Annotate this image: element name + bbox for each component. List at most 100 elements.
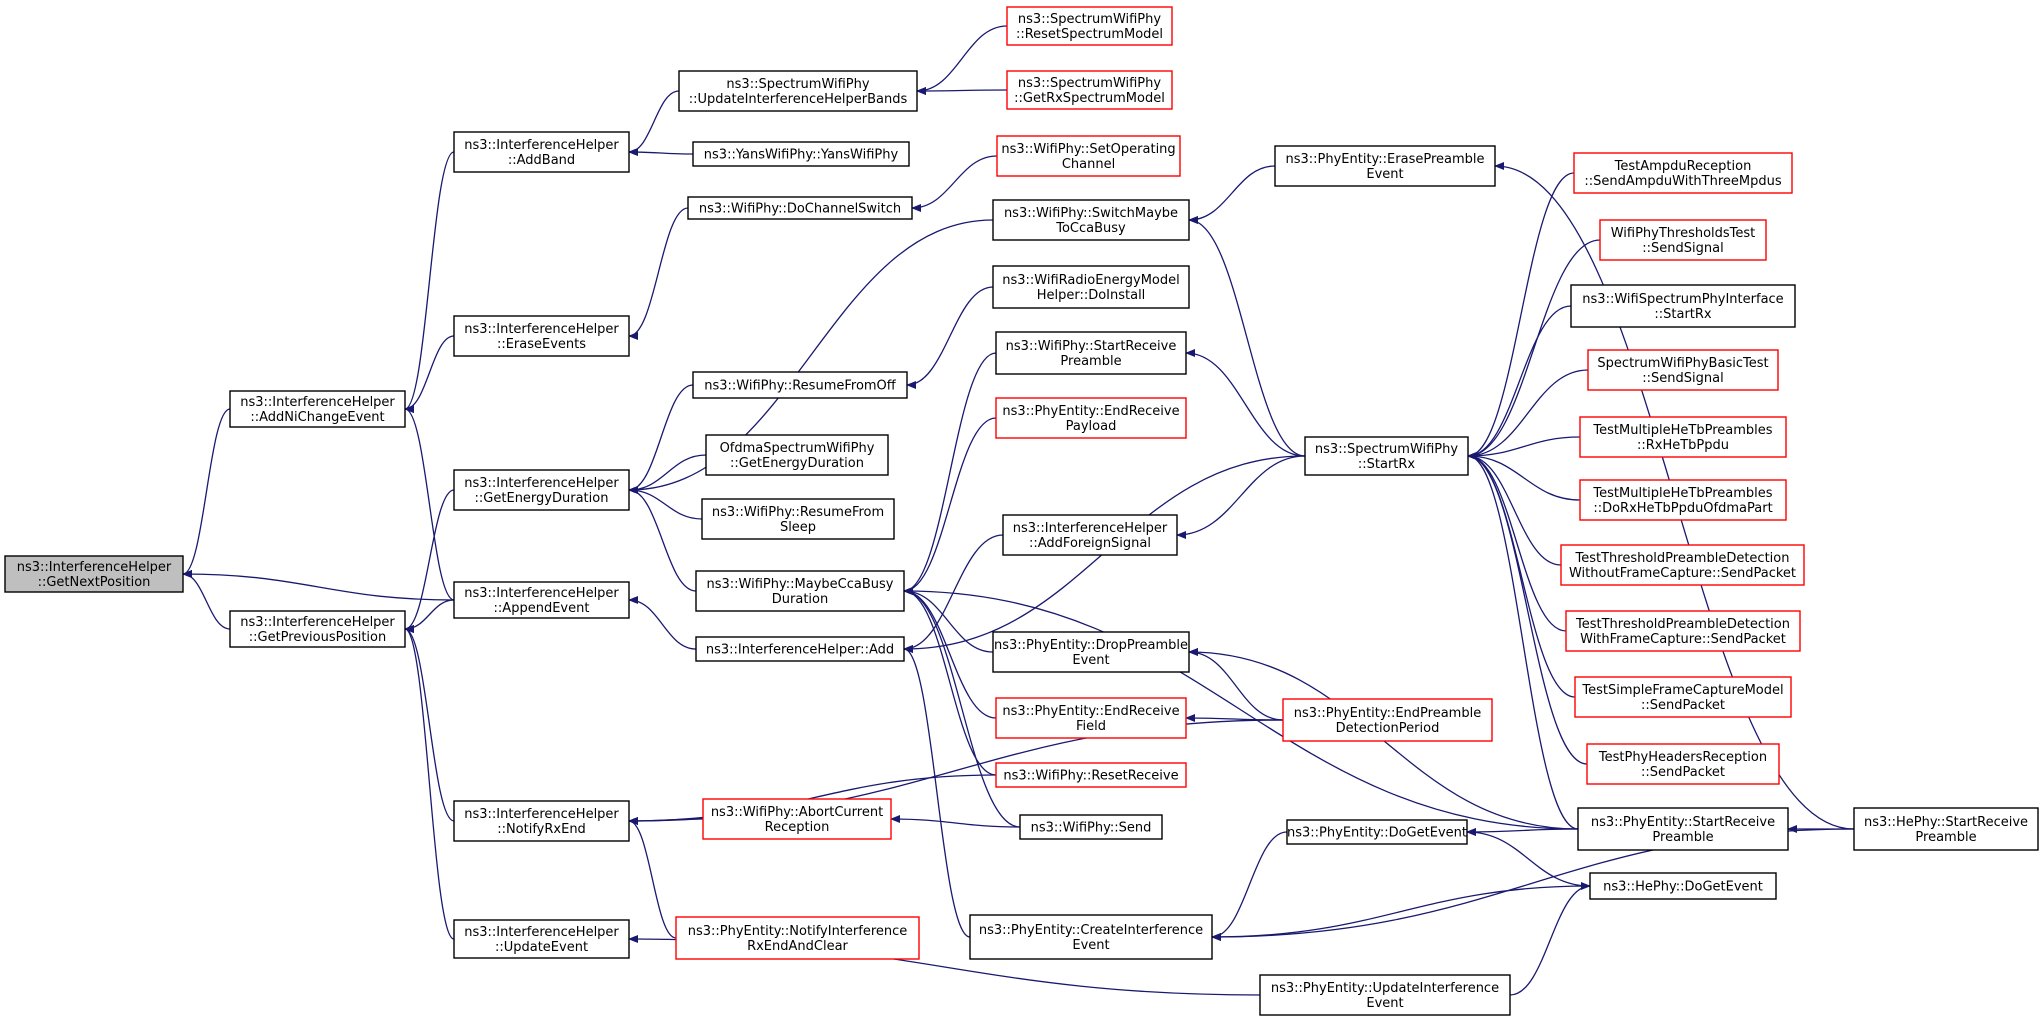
node-update-event[interactable]: ns3::InterferenceHelper::UpdateEvent bbox=[453, 919, 630, 959]
node-resume-from-off[interactable]: ns3::WifiPhy::ResumeFromOff bbox=[692, 371, 908, 399]
node-add-foreign-signal[interactable]: ns3::InterferenceHelper::AddForeignSigna… bbox=[1002, 514, 1178, 556]
node-box bbox=[992, 199, 1190, 241]
node-notify-interference-rx-end[interactable]: ns3::PhyEntity::NotifyInterferenceRxEndA… bbox=[675, 916, 920, 960]
node-get-previous-position[interactable]: ns3::InterferenceHelper::GetPreviousPosi… bbox=[229, 610, 406, 648]
node-simple-frame-capture[interactable]: TestSimpleFrameCaptureModel::SendPacket bbox=[1574, 676, 1792, 718]
node-box bbox=[695, 570, 905, 612]
node-reset-spectrum-model[interactable]: ns3::SpectrumWifiPhy::ResetSpectrumModel bbox=[1006, 6, 1173, 46]
node-ofdma-get-energy[interactable]: OfdmaSpectrumWifiPhy::GetEnergyDuration bbox=[705, 434, 889, 476]
node-threshold-with[interactable]: TestThresholdPreambleDetectionWithFrameC… bbox=[1565, 610, 1801, 652]
node-notify-rx-end[interactable]: ns3::InterferenceHelper::NotifyRxEnd bbox=[453, 800, 630, 842]
edge-he-tb-ofdma-to-spectrum-start-rx bbox=[1467, 452, 1581, 501]
node-update-ihbands[interactable]: ns3::SpectrumWifiPhy::UpdateInterference… bbox=[678, 70, 918, 112]
node-label-line: Event bbox=[1366, 996, 1403, 1011]
node-box bbox=[1577, 807, 1789, 851]
node-label-line: ::AppendEvent bbox=[494, 601, 590, 616]
nodes-layer: ns3::InterferenceHelper::GetNextPosition… bbox=[4, 6, 2039, 1016]
node-label-line: ns3::PhyEntity::EndPreamble bbox=[1294, 706, 1481, 721]
node-get-next-position[interactable]: ns3::InterferenceHelper::GetNextPosition bbox=[4, 555, 184, 593]
node-label-line: ::GetEnergyDuration bbox=[730, 456, 864, 471]
node-label-line: ns3::InterferenceHelper bbox=[464, 476, 619, 491]
node-do-channel-switch[interactable]: ns3::WifiPhy::DoChannelSwitch bbox=[687, 196, 913, 220]
node-label-line: ::StartRx bbox=[1358, 457, 1416, 472]
node-phy-do-get-event[interactable]: ns3::PhyEntity::DoGetEvent bbox=[1286, 819, 1468, 845]
node-label-line: WifiPhyThresholdsTest bbox=[1611, 226, 1756, 241]
node-test-ampdu[interactable]: TestAmpduReception::SendAmpduWithThreeMp… bbox=[1573, 152, 1793, 194]
node-label-line: ::GetPreviousPosition bbox=[249, 630, 386, 645]
node-append-event[interactable]: ns3::InterferenceHelper::AppendEvent bbox=[453, 581, 630, 619]
node-label-line: ns3::SpectrumWifiPhy bbox=[1315, 442, 1458, 457]
edge-spectrum-start-rx-to-add-foreign-signal bbox=[1176, 455, 1306, 539]
node-end-preamble-detection[interactable]: ns3::PhyEntity::EndPreambleDetectionPeri… bbox=[1282, 698, 1493, 742]
node-phy-headers[interactable]: TestPhyHeadersReception::SendPacket bbox=[1586, 743, 1780, 785]
node-label-line: TestPhyHeadersReception bbox=[1598, 750, 1767, 765]
node-label-line: Preamble bbox=[1060, 354, 1121, 369]
node-spectrum-start-rx[interactable]: ns3::SpectrumWifiPhy::StartRx bbox=[1304, 436, 1469, 476]
node-add-ni-change-event[interactable]: ns3::InterferenceHelper::AddNiChangeEven… bbox=[229, 390, 406, 428]
node-basic-test[interactable]: SpectrumWifiPhyBasicTest::SendSignal bbox=[1587, 349, 1779, 391]
edge-maybe-cca-busy-to-get-energy-duration bbox=[628, 486, 697, 592]
node-get-energy-duration[interactable]: ns3::InterferenceHelper::GetEnergyDurati… bbox=[453, 469, 630, 511]
node-reset-receive[interactable]: ns3::WifiPhy::ResetReceive bbox=[995, 762, 1187, 788]
edge-add-band-to-add-ni-change-event bbox=[404, 151, 455, 413]
node-box bbox=[1853, 807, 2039, 851]
node-label-line: Field bbox=[1076, 719, 1106, 734]
edge-wifi-phy-send-to-maybe-cca-busy bbox=[903, 587, 1021, 828]
node-label-line: WithFrameCapture::SendPacket bbox=[1580, 632, 1786, 647]
node-he-tb-rx[interactable]: TestMultipleHeTbPreambles::RxHeTbPpdu bbox=[1579, 416, 1787, 458]
node-label-line: ::RxHeTbPpdu bbox=[1637, 438, 1729, 453]
node-label-line: ::StartRx bbox=[1654, 307, 1712, 322]
edge-resume-from-off-to-get-energy-duration bbox=[628, 384, 694, 494]
node-box bbox=[1259, 974, 1511, 1016]
edge-test-ampdu-to-spectrum-start-rx bbox=[1467, 172, 1575, 460]
node-box bbox=[1579, 416, 1787, 458]
edge-reset-spectrum-model-to-update-ihbands bbox=[916, 25, 1008, 95]
edge-ih-add-to-append-event bbox=[628, 596, 697, 650]
edge-wifi-phy-send-to-abort-current-reception bbox=[890, 815, 1021, 828]
node-label-line: ::NotifyRxEnd bbox=[497, 822, 586, 837]
node-label-line: Channel bbox=[1062, 157, 1115, 172]
node-spectrum-iface-start-rx[interactable]: ns3::WifiSpectrumPhyInterface::StartRx bbox=[1570, 284, 1796, 328]
node-box bbox=[675, 916, 920, 960]
node-label-line: ::UpdateInterferenceHelperBands bbox=[689, 92, 908, 107]
edge-phy-headers-to-spectrum-start-rx bbox=[1467, 452, 1588, 765]
node-he-tb-ofdma[interactable]: TestMultipleHeTbPreambles::DoRxHeTbPpduO… bbox=[1579, 479, 1787, 521]
edge-ofdma-get-energy-to-get-energy-duration bbox=[628, 454, 707, 494]
node-box bbox=[678, 70, 918, 112]
edge-he-do-get-event-to-phy-do-get-event bbox=[1466, 828, 1591, 887]
node-add-band[interactable]: ns3::InterferenceHelper::AddBand bbox=[453, 131, 630, 173]
node-label-line: Sleep bbox=[780, 520, 816, 535]
node-threshold-without[interactable]: TestThresholdPreambleDetectionWithoutFra… bbox=[1560, 544, 1805, 586]
node-radio-energy-do-install[interactable]: ns3::WifiRadioEnergyModelHelper::DoInsta… bbox=[992, 265, 1190, 309]
node-label-line: ::SendAmpduWithThreeMpdus bbox=[1584, 174, 1782, 189]
node-he-do-get-event[interactable]: ns3::HePhy::DoGetEvent bbox=[1589, 872, 1777, 900]
node-label-line: Payload bbox=[1066, 419, 1117, 434]
node-erase-events[interactable]: ns3::InterferenceHelper::EraseEvents bbox=[453, 315, 630, 357]
node-get-rx-spectrum-model[interactable]: ns3::SpectrumWifiPhy::GetRxSpectrumModel bbox=[1006, 70, 1173, 110]
node-label-line: DetectionPeriod bbox=[1336, 721, 1440, 736]
node-label-line: ns3::WifiPhy::ResumeFromOff bbox=[704, 379, 897, 394]
node-box bbox=[1019, 814, 1163, 840]
node-label-line: ns3::WifiPhy::MaybeCcaBusy bbox=[707, 577, 894, 592]
node-box bbox=[992, 631, 1190, 673]
node-ih-add[interactable]: ns3::InterferenceHelper::Add bbox=[695, 636, 905, 662]
node-thresholds-test[interactable]: WifiPhyThresholdsTest::SendSignal bbox=[1599, 219, 1767, 261]
edge-thresholds-test-to-spectrum-start-rx bbox=[1467, 239, 1601, 460]
node-yans-wifi-phy[interactable]: ns3::YansWifiPhy::YansWifiPhy bbox=[692, 141, 910, 167]
node-box bbox=[995, 762, 1187, 788]
node-wifi-phy-send[interactable]: ns3::WifiPhy::Send bbox=[1019, 814, 1163, 840]
